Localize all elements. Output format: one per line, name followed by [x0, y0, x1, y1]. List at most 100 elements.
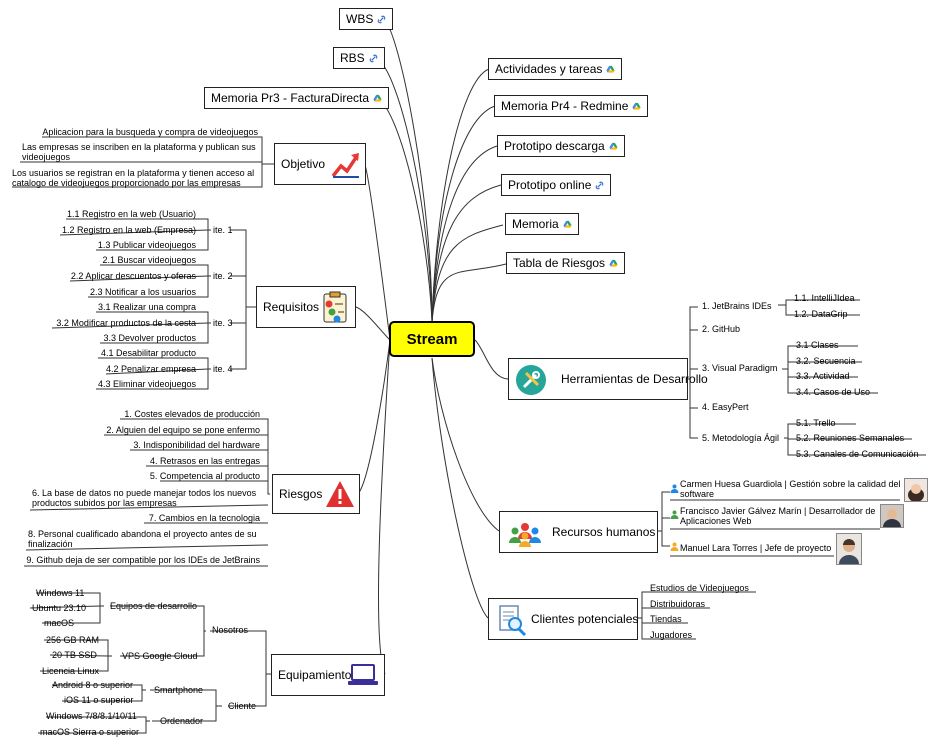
herramienta-item[interactable]: 1.2. DataGrip [794, 309, 848, 319]
topic-actividades-tareas[interactable]: Actividades y tareas [488, 58, 623, 80]
equipos-desarrollo-label[interactable]: Equipos de desarrollo [110, 601, 198, 611]
cliente-potencial-item[interactable]: Estudios de Videojuegos [650, 583, 749, 593]
ite-3-label[interactable]: ite. 3 [213, 318, 233, 328]
topic-tabla-riesgos[interactable]: Tabla de Riesgos [506, 252, 626, 274]
requisito-item[interactable]: 2.2 Aplicar descuentos y oferas [70, 271, 196, 281]
vps-label[interactable]: VPS Google Cloud [122, 651, 198, 661]
recurso-person[interactable]: Carmen Huesa Guardiola | Gestión sobre l… [680, 479, 901, 499]
herramienta-group[interactable]: 5. Metodología Ágil [702, 433, 780, 443]
ite-2-label[interactable]: ite. 2 [213, 271, 233, 281]
requisito-item[interactable]: 3.3 Devolver productos [103, 333, 196, 343]
topic-prototipo-online[interactable]: Prototipo online [501, 174, 612, 196]
requisito-item[interactable]: 4.3 Eliminar videojuegos [97, 379, 196, 389]
topic-herramientas[interactable]: Herramientas de Desarrollo [508, 358, 708, 400]
vps-item[interactable]: 256 GB RAM [46, 635, 100, 645]
cliente-potencial-item[interactable]: Jugadores [650, 630, 693, 640]
riesgo-item[interactable]: 8. Personal cualificado abandona el proy… [28, 529, 257, 549]
topic-equipamiento[interactable]: Equipamiento [271, 654, 385, 696]
topic-label: Memoria [512, 217, 559, 231]
link-icon[interactable] [377, 15, 386, 24]
requisito-item[interactable]: 2.3 Notificar a los usuarios [89, 287, 196, 297]
herramienta-item[interactable]: 5.2. Reuniones Semanales [796, 433, 905, 443]
topic-wbs[interactable]: WBS [339, 8, 394, 30]
google-drive-icon[interactable] [632, 102, 641, 111]
smartphone-label[interactable]: Smartphone [154, 685, 204, 695]
requisito-item[interactable]: 4.1 Desabilitar producto [100, 348, 196, 358]
riesgo-item[interactable]: 9. Github deja de ser compatible por los… [26, 555, 260, 565]
recurso-person[interactable]: Francisco Javier Gálvez Marín | Desarrol… [680, 506, 876, 526]
topic-memoria-pr4[interactable]: Memoria Pr4 - Redmine [494, 95, 649, 117]
ordenador-item[interactable]: macOS Sierra o superior [40, 727, 140, 737]
smartphone-item[interactable]: iOS 11 o superior [64, 695, 134, 705]
person-icon [670, 542, 679, 551]
riesgo-item[interactable]: 4. Retrasos en las entregas [149, 456, 260, 466]
topic-recursos-humanos[interactable]: Recursos humanos [499, 511, 658, 553]
equipo-item[interactable]: macOS [44, 618, 75, 628]
cliente-potencial-item[interactable]: Tiendas [650, 614, 682, 624]
recurso-person[interactable]: Manuel Lara Torres | Jefe de proyecto [680, 543, 832, 553]
herramienta-item[interactable]: 5.1. Trello [796, 418, 836, 428]
topic-riesgos[interactable]: Riesgos [272, 474, 360, 514]
objetivo-item[interactable]: Aplicacion para la busqueda y compra de … [42, 127, 258, 137]
nosotros-label[interactable]: Nosotros [212, 625, 249, 635]
central-topic[interactable]: Stream [389, 321, 475, 357]
topic-memoria[interactable]: Memoria [505, 213, 579, 235]
ordenador-label[interactable]: Ordenador [160, 716, 204, 726]
ordenador-item[interactable]: Windows 7/8/8.1/10/11 [46, 711, 137, 721]
topic-prototipo-descarga[interactable]: Prototipo descarga [497, 135, 625, 157]
ite-1-label[interactable]: ite. 1 [213, 225, 233, 235]
riesgo-item[interactable]: 2. Alguien del equipo se pone enfermo [106, 425, 260, 435]
requisito-item[interactable]: 1.3 Publicar videojuegos [97, 240, 196, 250]
riesgo-item[interactable]: 6. La base de datos no puede manejar tod… [32, 488, 257, 508]
vps-item[interactable]: Licencia Linux [42, 666, 100, 676]
objetivo-item[interactable]: Los usuarios se registran en la platafor… [12, 168, 255, 188]
google-drive-icon[interactable] [373, 94, 382, 103]
herramienta-group[interactable]: 2. GitHub [702, 324, 741, 334]
topic-memoria-pr3[interactable]: Memoria Pr3 - FacturaDirecta [204, 87, 390, 109]
link-icon[interactable] [595, 181, 604, 190]
link-icon[interactable] [369, 54, 378, 63]
requisito-item[interactable]: 3.2 Modificar productos de la cesta [56, 318, 196, 328]
herramienta-item[interactable]: 3.1 Clases [796, 340, 839, 350]
checklist-icon [323, 291, 347, 323]
topic-label: Memoria Pr3 - FacturaDirecta [211, 91, 370, 105]
requisito-item[interactable]: 2.1 Buscar videojuegos [102, 255, 196, 265]
herramienta-item[interactable]: 3.4. Casos de Uso [796, 387, 871, 397]
herramienta-item[interactable]: 1.1. IntelliJIdea [794, 293, 855, 303]
google-drive-icon[interactable] [609, 142, 618, 151]
herramienta-group[interactable]: 1. JetBrains IDEs [702, 301, 772, 311]
requisito-item[interactable]: 1.2 Registro en la web (Empresa) [61, 225, 196, 235]
riesgo-item[interactable]: 3. Indisponibilidad del hardware [133, 440, 260, 450]
google-drive-icon[interactable] [563, 220, 572, 229]
riesgo-item[interactable]: 5. Competencia al producto [149, 471, 260, 481]
herramienta-item[interactable]: 5.3. Canales de Comunicación [796, 449, 919, 459]
requisito-item[interactable]: 3.1 Realizar una compra [97, 302, 196, 312]
requisito-item[interactable]: 1.1 Registro en la web (Usuario) [66, 209, 196, 219]
topic-label: WBS [346, 12, 374, 26]
vps-item[interactable]: 20 TB SSD [52, 650, 97, 660]
topic-label: Equipamiento [278, 668, 352, 682]
topic-requisitos[interactable]: Requisitos [256, 286, 356, 328]
google-drive-icon[interactable] [609, 259, 618, 268]
riesgo-item[interactable]: 7. Cambios en la tecnologia [148, 513, 260, 523]
cliente-potencial-item[interactable]: Distribuidoras [650, 599, 706, 609]
topic-label: Actividades y tareas [495, 62, 603, 76]
ite-4-label[interactable]: ite. 4 [213, 364, 233, 374]
herramienta-item[interactable]: 3.3. Actividad [796, 371, 850, 381]
equipo-item[interactable]: Windows 11 [36, 588, 85, 598]
objetivo-item[interactable]: Las empresas se inscriben en la platafor… [22, 142, 256, 162]
topic-rbs[interactable]: RBS [333, 47, 385, 69]
requisito-item[interactable]: 4.2 Penalizar empresa [105, 364, 196, 374]
topic-label: Recursos humanos [552, 525, 656, 539]
herramienta-group[interactable]: 3. Visual Paradigm [702, 363, 778, 373]
topic-clientes-potenciales[interactable]: Clientes potenciales [488, 598, 638, 640]
equipo-item[interactable]: Ubuntu 23.10 [32, 603, 87, 613]
herramienta-group[interactable]: 4. EasyPert [702, 402, 749, 412]
riesgo-item[interactable]: 1. Costes elevados de producción [124, 409, 260, 419]
cliente-label[interactable]: Cliente [228, 701, 257, 711]
avatar [880, 504, 904, 528]
google-drive-icon[interactable] [606, 65, 615, 74]
smartphone-item[interactable]: Android 8 o superior [52, 680, 134, 690]
topic-objetivo[interactable]: Objetivo [274, 143, 366, 185]
herramienta-item[interactable]: 3.2. Secuencia [796, 356, 856, 366]
